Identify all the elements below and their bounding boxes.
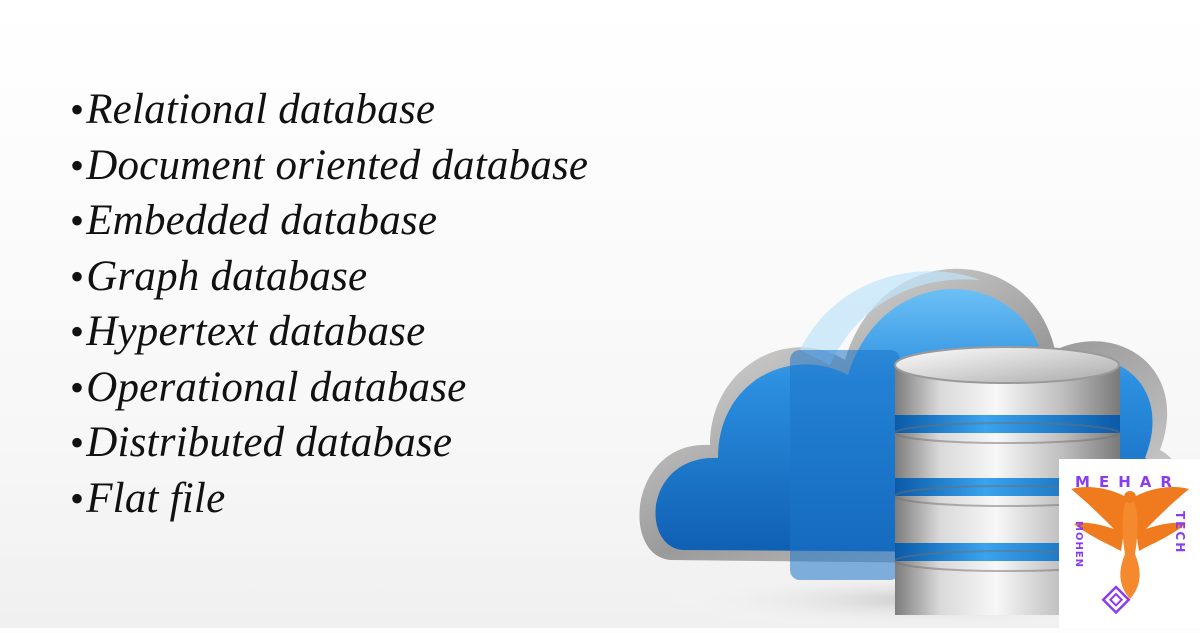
logo-text-left: MOHEN: [1073, 521, 1084, 569]
list-item-label: Relational database: [86, 86, 436, 133]
list-item: •Flat file: [70, 471, 588, 527]
bullet: •: [70, 475, 85, 521]
list-item: •Operational database: [70, 360, 588, 416]
bullet: •: [70, 420, 85, 465]
list-item: •Document oriented database: [70, 138, 588, 194]
list-item: •Hypertext database: [70, 304, 588, 360]
list-item-label: Distributed database: [86, 419, 453, 466]
list-item: •Distributed database: [70, 415, 588, 471]
logo-text-top: MEHAR: [1075, 473, 1181, 491]
list-item-label: Graph database: [86, 252, 368, 300]
bullet: •: [70, 198, 85, 243]
brand-logo: MEHAR MOHEN TECH: [1059, 459, 1200, 628]
list-item: •Graph database: [70, 249, 588, 305]
bullet: •: [70, 364, 85, 410]
list-item-label: Flat file: [86, 474, 226, 522]
bullet: •: [70, 142, 85, 188]
list-item-label: Hypertext database: [86, 308, 426, 355]
bullet: •: [70, 309, 85, 354]
list-item-label: Operational database: [86, 363, 467, 411]
phoenix-logo-icon: [1071, 487, 1189, 615]
logo-text-right: TECH: [1173, 511, 1187, 555]
bullet: •: [70, 253, 85, 299]
list-item-label: Embedded database: [86, 197, 438, 244]
list-item: •Relational database: [70, 82, 588, 138]
database-types-list: •Relational database •Document oriented …: [70, 82, 588, 526]
list-item-label: Document oriented database: [86, 141, 589, 189]
bullet: •: [70, 87, 85, 132]
list-item: •Embedded database: [70, 193, 588, 249]
